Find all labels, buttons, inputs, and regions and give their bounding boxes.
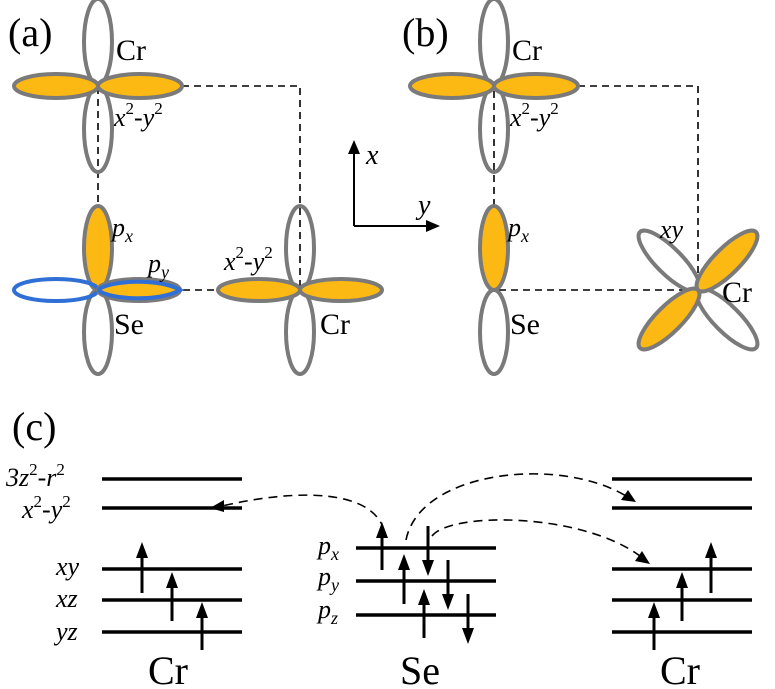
hop-arrowhead bbox=[621, 490, 636, 502]
x-axis-arrowhead bbox=[348, 140, 360, 154]
level-label-x2-y2: x2-y2 bbox=[21, 492, 71, 524]
spin-up-arrowhead bbox=[705, 542, 717, 558]
orbital-lobe bbox=[96, 72, 184, 100]
spin-up-arrowhead bbox=[376, 522, 388, 538]
panel-a-cr-right-orbital-label: x2-y2 bbox=[223, 243, 273, 276]
se-spins bbox=[376, 522, 474, 644]
hop-arrowhead bbox=[210, 500, 224, 512]
hop-arrow-se-to-cr-left bbox=[221, 494, 385, 531]
spin-up-arrowhead bbox=[398, 554, 410, 570]
spin-up-arrowhead bbox=[166, 572, 178, 588]
py-orbital-outline bbox=[96, 279, 184, 301]
py-orbital-lobe bbox=[12, 277, 100, 303]
orbital-lobe bbox=[82, 0, 114, 87]
spin-up-arrowhead bbox=[648, 602, 660, 618]
cr-left-spins bbox=[136, 542, 208, 650]
level-label-yz: yz bbox=[53, 617, 78, 646]
se-level-label-pz: pz bbox=[316, 595, 338, 628]
panel-a-cr-right-orbital bbox=[216, 204, 384, 376]
panel-a-tag: (a) bbox=[8, 10, 52, 55]
panel-b-xy-label: xy bbox=[659, 215, 684, 244]
px-orbital-lobe bbox=[82, 288, 114, 376]
panel-a-px-label: px bbox=[110, 213, 133, 246]
hopping-arrows bbox=[210, 473, 650, 564]
orbital-lobe bbox=[636, 286, 702, 352]
hop-arrow-se-to-cr-right-eg bbox=[405, 473, 627, 541]
se-level-label-py: py bbox=[316, 562, 339, 595]
orbital-lobe bbox=[216, 277, 302, 303]
panel-b-cr-xy-orbital bbox=[636, 228, 760, 352]
panel-c-tag: (c) bbox=[12, 404, 56, 449]
se-level-label-px: px bbox=[316, 531, 339, 564]
panel-c: (c) 3z2-r2 x2-y2 xy xz yz Cr px py pz bbox=[5, 404, 752, 689]
spin-down-arrowhead bbox=[422, 560, 434, 576]
level-label-xy: xy bbox=[55, 552, 80, 581]
orbital-lobe bbox=[492, 72, 580, 100]
orbital-lobe bbox=[408, 72, 496, 100]
cr-left-footer: Cr bbox=[148, 648, 188, 689]
coordinate-axes: x y bbox=[348, 140, 440, 232]
level-label-3z2-r2: 3z2-r2 bbox=[5, 460, 65, 492]
y-axis-label: y bbox=[415, 190, 431, 221]
orbital-lobe bbox=[478, 0, 510, 87]
spin-up-arrowhead bbox=[196, 602, 208, 618]
cr-right-spins bbox=[648, 542, 717, 650]
y-axis-arrowhead bbox=[426, 220, 440, 232]
spin-down-arrowhead bbox=[442, 594, 454, 610]
panel-a-cr-right-label: Cr bbox=[320, 308, 350, 341]
orbital-lobe bbox=[298, 277, 384, 303]
panel-a: (a) Cr x2-y2 px py Se x2-y bbox=[8, 0, 384, 376]
panel-a-py-label: py bbox=[146, 249, 169, 282]
panel-b-cr-top-label: Cr bbox=[512, 34, 542, 67]
panel-a-cr-top-orbital-label: x2-y2 bbox=[113, 99, 163, 132]
panel-b-se-orbital bbox=[478, 204, 510, 376]
panel-a-se-label: Se bbox=[114, 308, 144, 341]
panel-b: (b) Cr x2-y2 px Se xy Cr bbox=[402, 0, 760, 376]
spin-up-arrowhead bbox=[136, 542, 148, 558]
panel-b-cr-top-orbital-label: x2-y2 bbox=[509, 99, 559, 132]
hop-arrowhead bbox=[635, 551, 650, 564]
orbital-lobe bbox=[12, 72, 100, 100]
hop-arrow-se-to-cr-right-t2g bbox=[431, 519, 641, 557]
spin-up-arrowhead bbox=[418, 589, 430, 605]
orbital-lobe bbox=[284, 288, 316, 376]
x-axis-label: x bbox=[365, 140, 379, 171]
panel-a-cr-top-label: Cr bbox=[116, 34, 146, 67]
panel-b-cr-right-label: Cr bbox=[722, 276, 752, 309]
panel-b-tag: (b) bbox=[402, 10, 449, 55]
px-orbital-lobe bbox=[82, 204, 114, 292]
panel-a-se-orbitals bbox=[12, 204, 184, 376]
spin-down-arrowhead bbox=[462, 628, 474, 644]
px-orbital-lobe bbox=[478, 204, 510, 292]
level-label-xz: xz bbox=[55, 584, 78, 613]
spin-up-arrowhead bbox=[676, 572, 688, 588]
panel-a-cr-top-orbital bbox=[12, 0, 184, 174]
panel-b-px-label: px bbox=[506, 213, 529, 246]
cr-right-footer: Cr bbox=[660, 648, 700, 689]
panel-b-se-label: Se bbox=[510, 308, 540, 341]
se-footer: Se bbox=[400, 648, 440, 689]
px-orbital-lobe bbox=[478, 288, 510, 376]
panel-b-cr-top-orbital bbox=[408, 0, 580, 174]
